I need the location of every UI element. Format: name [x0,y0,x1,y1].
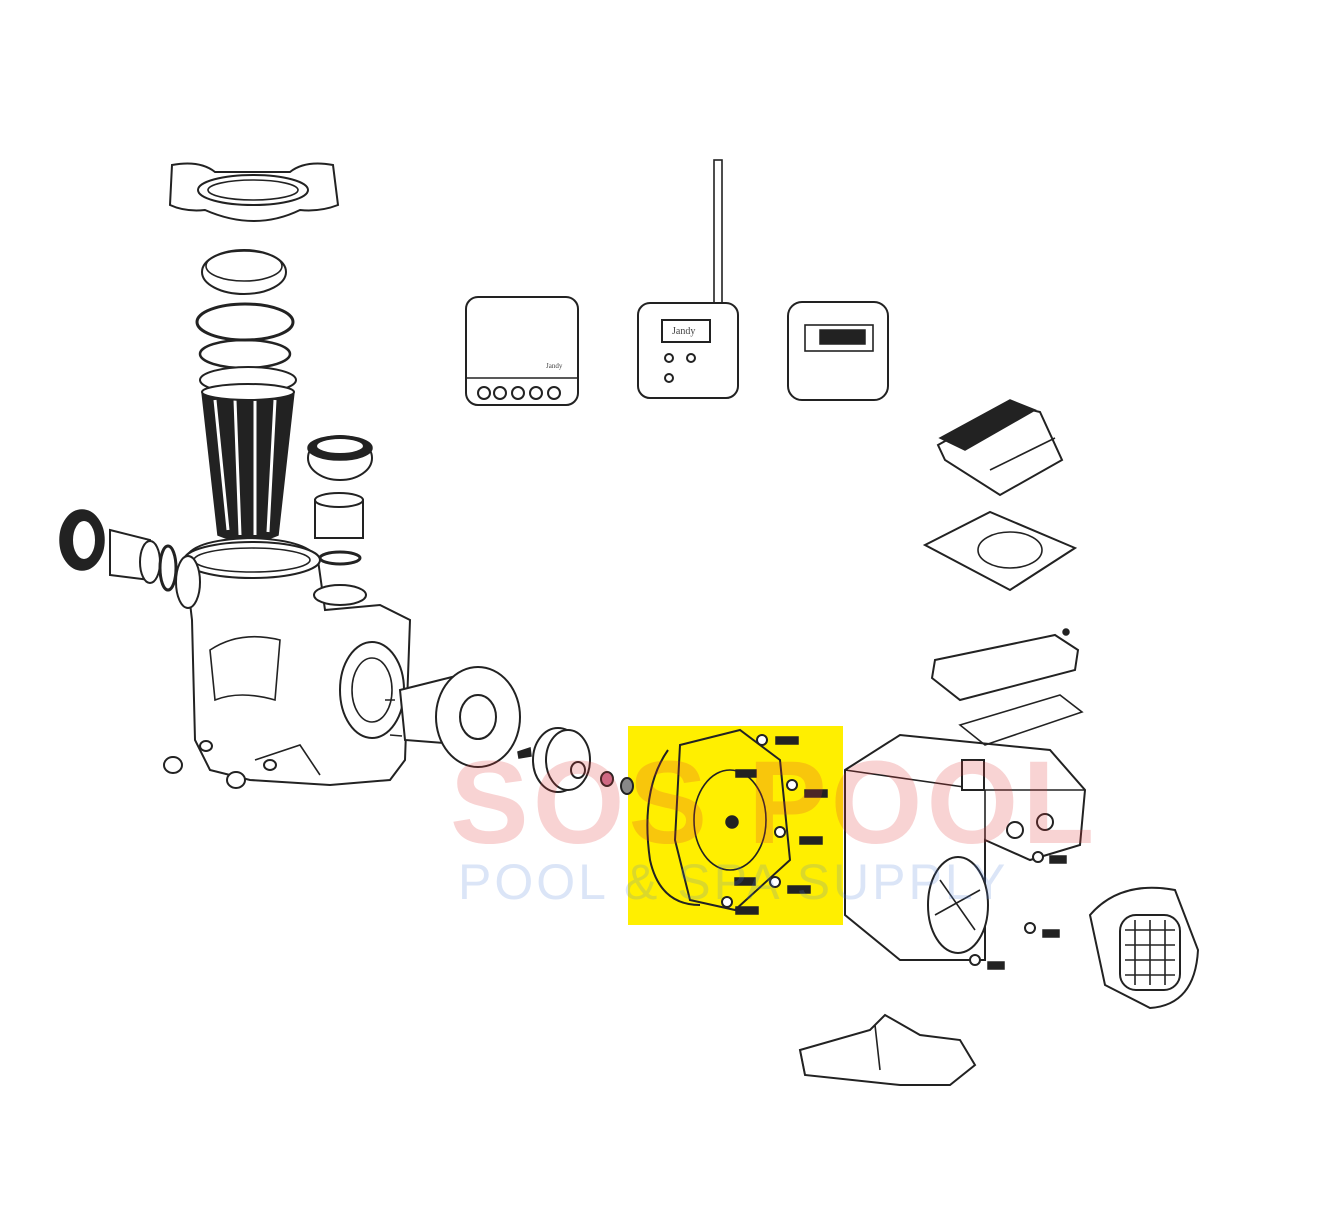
watermark-tagline: POOL & SPA SUPPLY [458,854,1009,910]
lid-locking-ring [168,162,340,222]
wall-controller [465,296,579,406]
strainer-basket [199,366,297,543]
lid-o-ring [195,302,295,342]
motor [844,733,1087,961]
keypad-bracket [922,510,1078,592]
wall-controller-logo: Jandy [546,362,563,370]
impeller [517,727,591,793]
strainer-lid [201,249,287,295]
union-o-ring [318,550,362,566]
seal-seat [620,777,634,795]
fan-cover [1088,886,1200,1010]
transceiver-logo: Jandy [672,326,696,337]
seal-plate [646,728,792,912]
shaft-seal [600,771,614,787]
pump-base [798,1013,977,1086]
motor-bolts [969,851,1067,970]
controller-keypad [936,399,1064,497]
drain-plugs [163,740,277,789]
watermark-brand: SOS POOL [450,737,1099,869]
pump-housing [175,536,412,787]
cover-gasket [958,694,1084,746]
diffuser [385,666,521,768]
seal-plate-bolts [721,734,828,915]
union-tailpiece [314,492,364,539]
union-nut [307,435,373,481]
lcd-controller [787,301,889,401]
inlet-union [59,509,178,592]
lid-o-ring-2 [198,338,292,370]
terminal-cover [930,628,1080,702]
wireless-transceiver [637,159,739,399]
